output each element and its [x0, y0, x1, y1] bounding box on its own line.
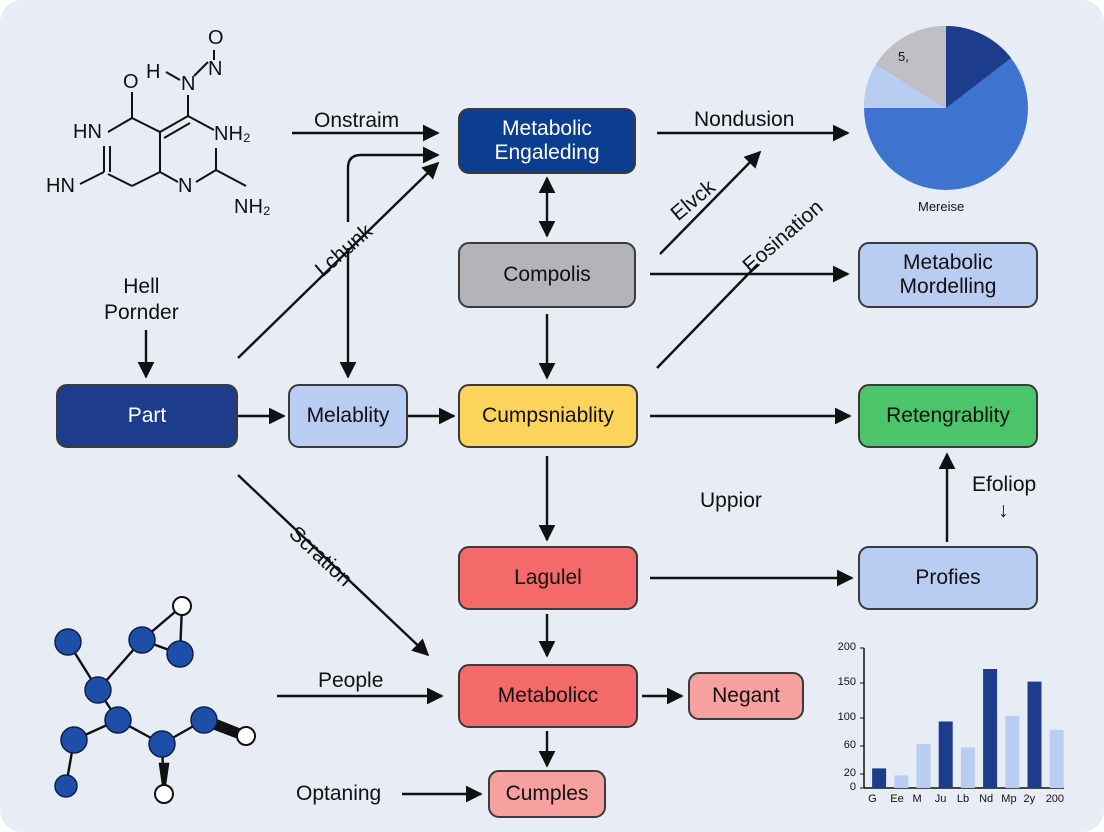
- edge-scration: [237, 474, 430, 657]
- pie-inner-label: 5,: [898, 49, 909, 64]
- node-lagulel[interactable]: Lagulel: [458, 546, 638, 610]
- node-negant[interactable]: Negant: [688, 672, 804, 720]
- y-tick-label: 0: [849, 781, 856, 793]
- edge-part-to-metabolic: [237, 161, 440, 359]
- atom-ball: [190, 706, 218, 734]
- x-tick-label: Ee: [890, 793, 904, 805]
- label-people: People: [318, 669, 384, 692]
- pie-caption: Mereise: [918, 199, 965, 214]
- label-onstraim: Onstraim: [314, 109, 400, 132]
- atom-ball: [128, 626, 156, 654]
- atom-nh2-right: NH₂: [214, 123, 251, 145]
- bar-2y: [1027, 681, 1042, 788]
- y-tick-label: 150: [837, 676, 856, 688]
- bar-Ee: [894, 775, 909, 788]
- label-nondusion: Nondusion: [694, 108, 795, 131]
- atom-hn-left: HN: [73, 121, 102, 143]
- atom-ball: [54, 774, 78, 798]
- x-tick-label: Ju: [934, 793, 947, 805]
- atom-ball-hydrogen: [172, 596, 192, 616]
- edge-loop-to-metabolic: [346, 146, 440, 222]
- atom-ball: [104, 706, 132, 734]
- atom-nh2-bottom: NH₂: [234, 196, 271, 218]
- atom-ball: [148, 730, 176, 758]
- pie-slice-grey: [876, 25, 946, 109]
- atom-hn-bottom: HN: [46, 175, 75, 197]
- pie-slice-dark: [946, 26, 1011, 108]
- node-profies[interactable]: Profies: [858, 546, 1038, 610]
- atom-ball-hydrogen: [154, 784, 174, 804]
- y-tick-label: 100: [837, 711, 856, 723]
- atom-o-top: O: [123, 71, 139, 93]
- efoliop-arrow-icon: ↓: [998, 499, 1009, 522]
- atom-ball: [84, 676, 112, 704]
- node-metabolic-modelling[interactable]: Metabolic Mordelling: [858, 242, 1038, 308]
- node-melablity[interactable]: Melablity: [288, 384, 408, 448]
- atom-ball-hydrogen: [236, 726, 256, 746]
- atom-h: H: [146, 61, 161, 83]
- bar-Mp: [1005, 715, 1020, 788]
- x-tick-label: M: [912, 793, 922, 805]
- bar-Nd: [983, 669, 998, 788]
- bar-Ju: [938, 721, 953, 788]
- bar-G: [872, 768, 887, 788]
- node-cumples[interactable]: Cumples: [488, 770, 606, 818]
- node-cumpsniablity[interactable]: Cumpsniablity: [458, 384, 638, 448]
- atom-n-nitroso: N: [208, 58, 223, 80]
- pie-slice-light: [863, 64, 946, 108]
- x-tick-label: Nd: [979, 793, 994, 805]
- atom-o-nitroso: O: [208, 27, 224, 49]
- x-tick-label: Mp: [1001, 793, 1017, 805]
- bar-M: [916, 743, 931, 788]
- label-hell-ponder: Hell Pornder: [104, 275, 179, 325]
- atom-ball: [166, 640, 194, 668]
- bar-Lb: [960, 747, 975, 788]
- y-tick-label: 60: [843, 739, 856, 751]
- edge-eosination: [656, 263, 759, 369]
- label-optaning: Optaning: [296, 782, 382, 805]
- bar-200: [1049, 729, 1064, 788]
- label-efoliop: Efoliop: [972, 473, 1037, 496]
- x-tick-label: G: [868, 793, 877, 805]
- x-tick-label: Lb: [956, 793, 970, 805]
- atom-n-top: N: [181, 73, 196, 95]
- edge-elvck: [659, 150, 762, 255]
- y-tick-label: 20: [843, 767, 856, 779]
- atom-n-ring: N: [178, 175, 193, 197]
- node-metabolicc[interactable]: Metabolicc: [458, 664, 638, 728]
- x-tick-label: 2y: [1023, 793, 1036, 805]
- node-retengrablity[interactable]: Retengrablity: [858, 384, 1038, 448]
- node-compolis[interactable]: Compolis: [458, 242, 636, 308]
- atom-ball: [60, 726, 88, 754]
- label-uppior: Uppior: [700, 489, 762, 512]
- node-part[interactable]: Part: [56, 384, 238, 448]
- y-tick-label: 200: [837, 641, 856, 653]
- atom-ball: [54, 628, 82, 656]
- node-metabolic-engaleding[interactable]: Metabolic Engaleding: [458, 108, 636, 174]
- x-tick-label: 200: [1045, 793, 1065, 805]
